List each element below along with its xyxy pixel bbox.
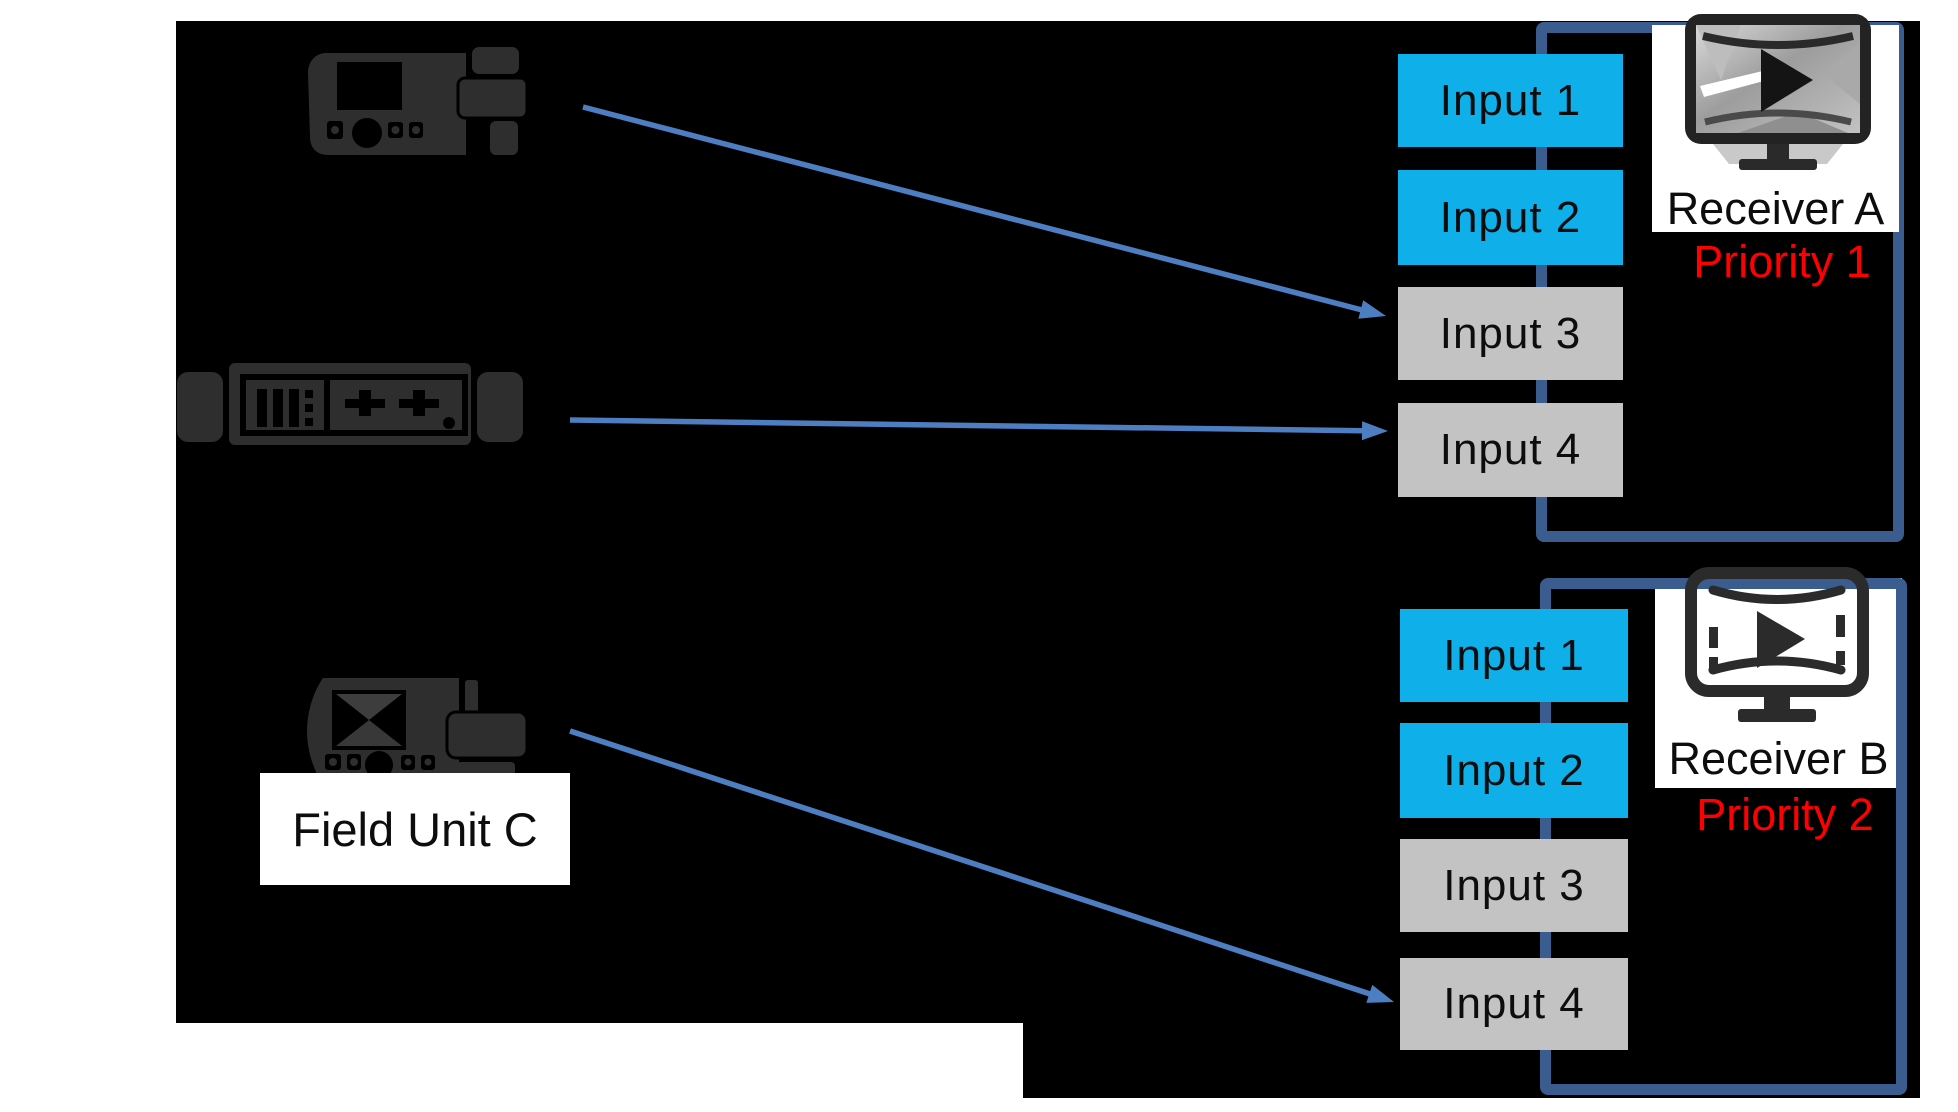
arrow-unit-c-to-input4	[569, 728, 1394, 1003]
receiver-a-priority: Priority 1	[1693, 236, 1871, 287]
receiver-b-input-3: Input 3	[1400, 839, 1628, 932]
receiver-b-label: Receiver B	[1668, 733, 1889, 784]
receiver-a-input-4: Input 4	[1398, 403, 1623, 497]
arrow-unit-b-to-input4	[569, 417, 1388, 441]
receiver-b-input-1: Input 1	[1400, 609, 1628, 702]
field-unit-c-label: Field Unit C	[260, 773, 570, 885]
field-unit-b-icon	[177, 363, 523, 445]
receiver-a-input-2: Input 2	[1398, 170, 1623, 265]
field-unit-a-icon	[308, 47, 527, 155]
field-unit-c-icon	[307, 678, 527, 785]
receiver-b-input-2: Input 2	[1400, 723, 1628, 818]
arrow-unit-a-to-input3	[582, 104, 1386, 319]
receiver-b-monitor-icon	[1685, 567, 1869, 731]
receiver-a-input-1: Input 1	[1398, 54, 1623, 147]
receiver-b-priority: Priority 2	[1696, 789, 1874, 840]
receiver-a-monitor-icon	[1683, 12, 1873, 187]
receiver-a-label: Receiver A	[1666, 183, 1885, 234]
receiver-a-input-3: Input 3	[1398, 287, 1623, 380]
receiver-b-input-bus	[1540, 578, 1907, 1095]
receiver-b-input-4: Input 4	[1400, 958, 1628, 1050]
